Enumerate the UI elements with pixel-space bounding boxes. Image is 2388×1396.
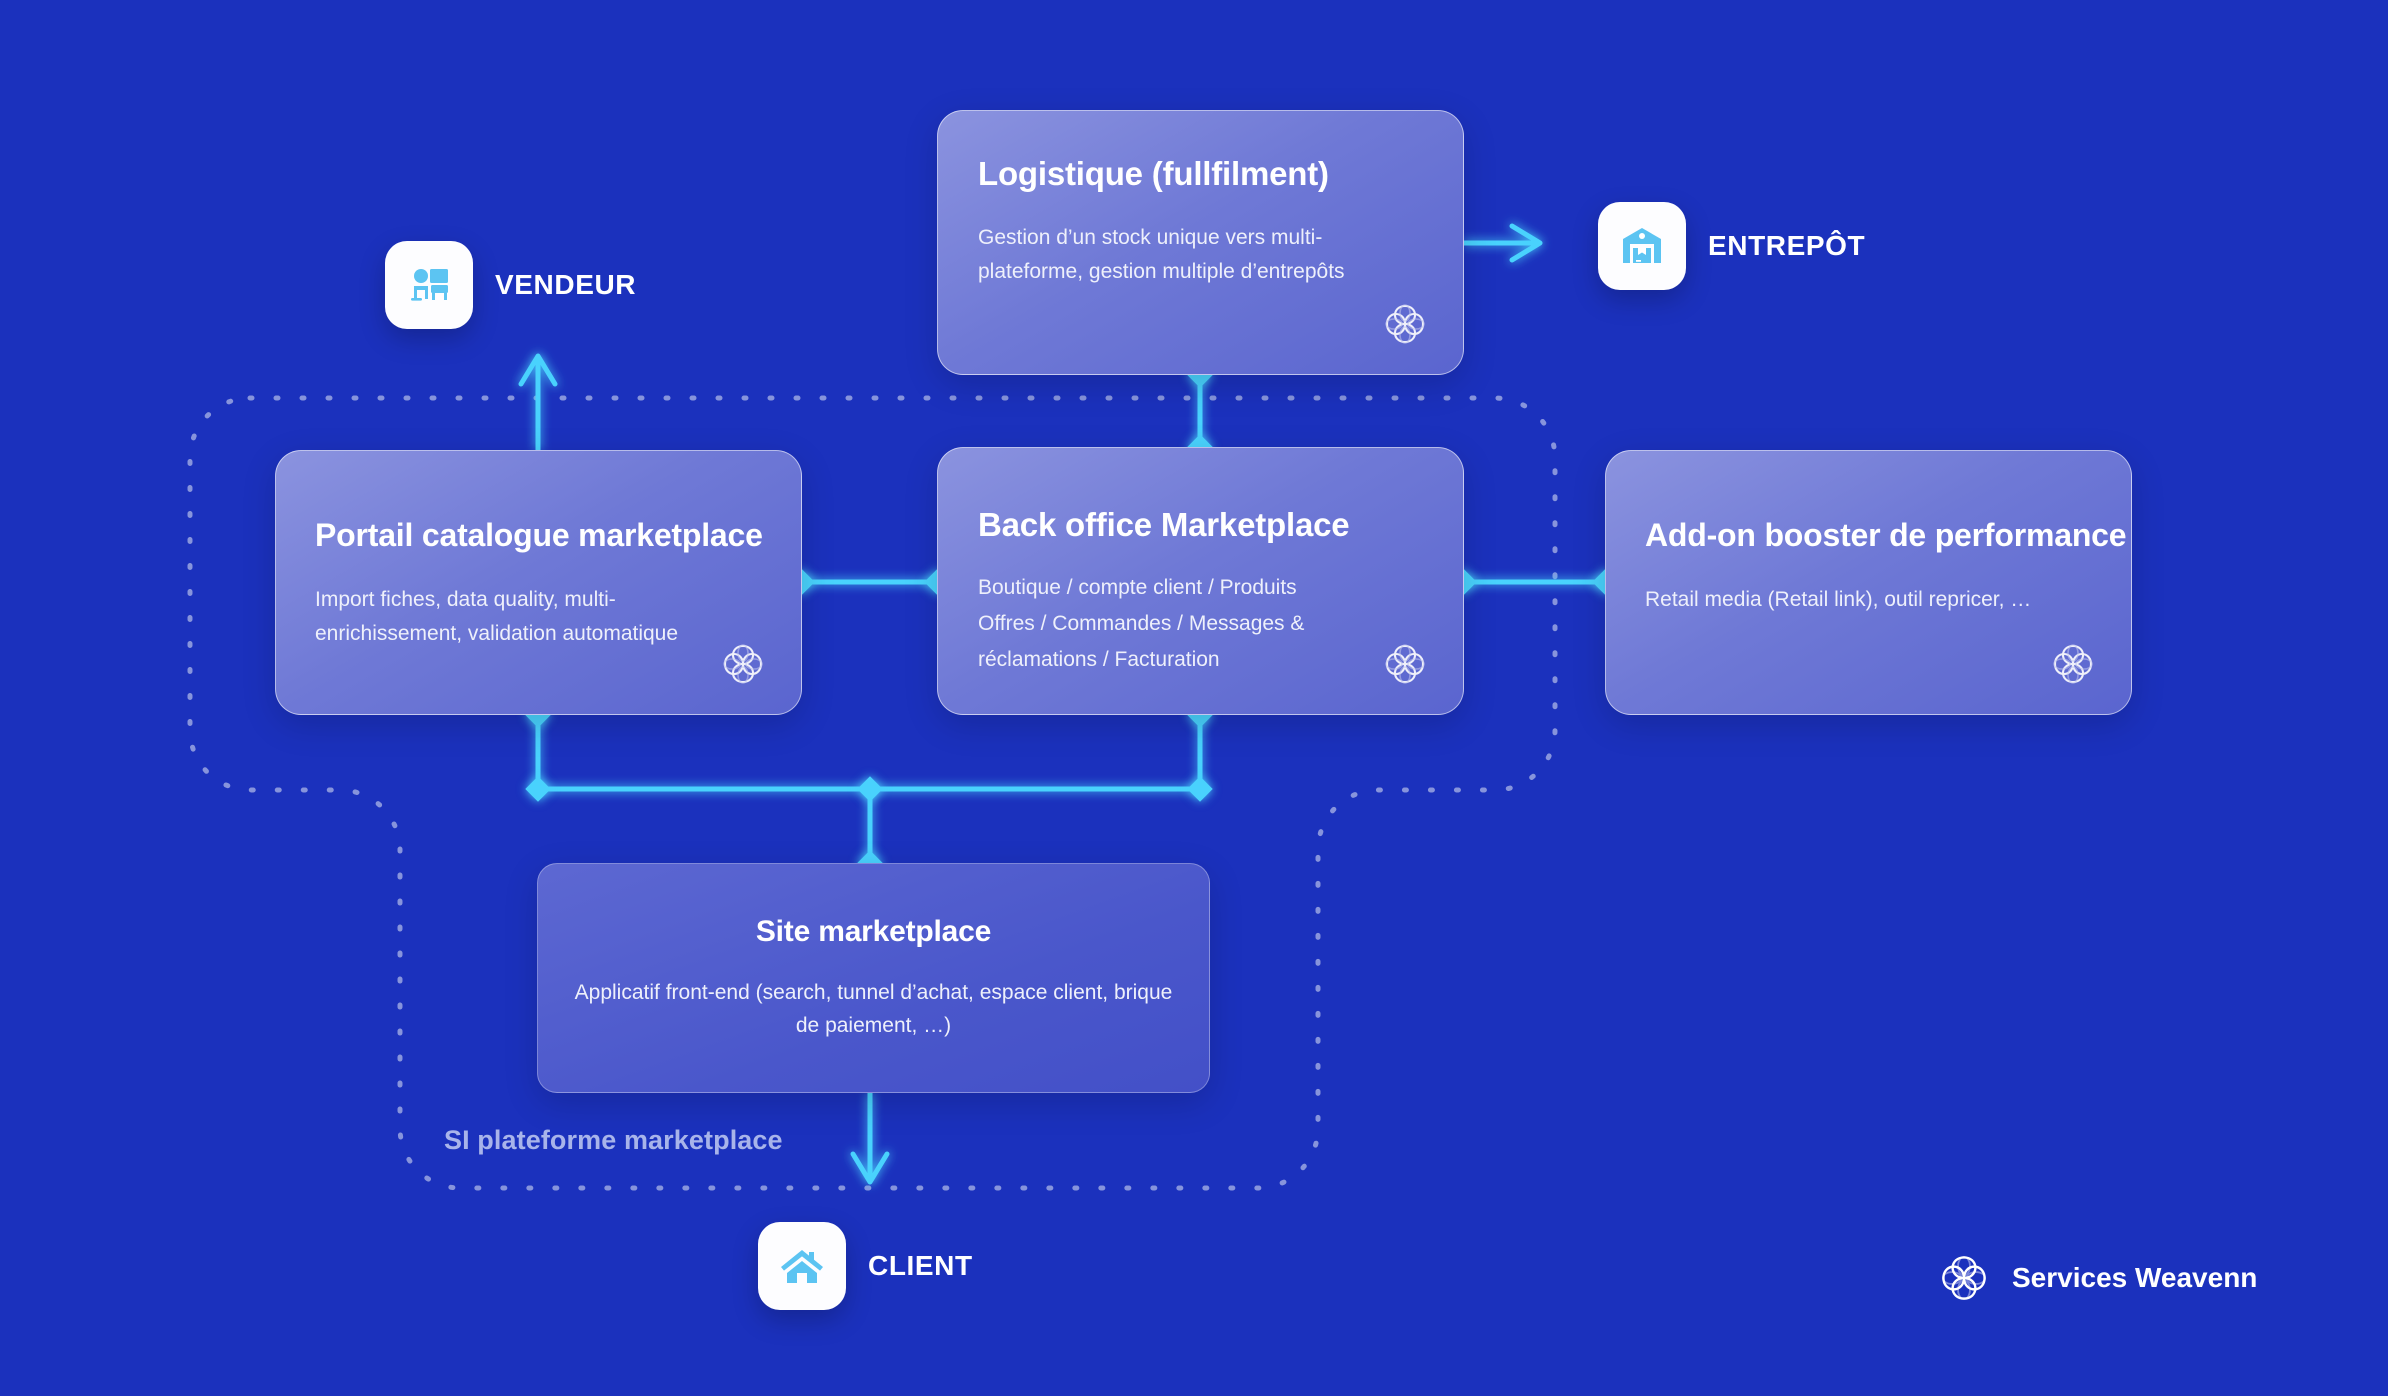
card-title: Site marketplace (755, 915, 992, 948)
legend-services-weavenn: Services Weavenn (1938, 1252, 2257, 1304)
link-logistique-entrepot (1464, 223, 1543, 263)
card-site-marketplace[interactable]: Site marketplace Applicatif front-end (s… (537, 863, 1210, 1093)
link-portail-vendeur (518, 353, 558, 450)
weavenn-knot-icon (1385, 304, 1425, 344)
entity-entrepot[interactable]: ENTREPÔT (1598, 202, 1865, 290)
card-title: Logistique (fullfilment) (978, 155, 1329, 192)
weavenn-knot-icon (723, 644, 763, 684)
entity-vendeur[interactable]: VENDEUR (385, 241, 636, 329)
card-description: Gestion d’un stock unique vers multi-pla… (978, 226, 1345, 284)
weavenn-knot-icon (1385, 644, 1425, 684)
weavenn-knot-icon (1941, 1255, 1987, 1301)
card-logistique[interactable]: Logistique (fullfilment) Gestion d’un st… (937, 110, 1464, 375)
card-description: Import fiches, data quality, multi-enric… (315, 588, 679, 646)
weavenn-knot-icon (2053, 644, 2093, 684)
card-title: Back office Marketplace (978, 506, 1350, 543)
entity-client[interactable]: CLIENT (758, 1222, 973, 1310)
home-icon (758, 1222, 846, 1310)
si-platform-label: SI plateforme marketplace (444, 1125, 783, 1155)
card-title: Add-on booster de performance (1645, 517, 2127, 553)
card-back-office-marketplace[interactable]: Back office Marketplace Boutique / compt… (937, 447, 1464, 715)
card-description: Applicatif front-end (search, tunnel d’a… (574, 981, 1173, 1037)
card-add-on-booster[interactable]: Add-on booster de performance Retail med… (1605, 450, 2132, 715)
card-description: Boutique / compte client / Produits Offr… (978, 576, 1305, 672)
link-bus-to-site (535, 715, 1203, 863)
entity-label: CLIENT (868, 1250, 973, 1281)
card-title: Portail catalogue marketplace (315, 517, 763, 553)
warehouse-icon (1598, 202, 1686, 290)
link-site-client (850, 1093, 890, 1185)
entity-label: ENTREPÔT (1708, 230, 1866, 261)
legend-label: Services Weavenn (2012, 1262, 2258, 1293)
card-portail-catalogue[interactable]: Portail catalogue marketplace Import fic… (275, 450, 802, 715)
seller-desk-icon (385, 241, 473, 329)
entity-label: VENDEUR (495, 269, 637, 300)
card-description: Retail media (Retail link), outil repric… (1645, 588, 2032, 611)
